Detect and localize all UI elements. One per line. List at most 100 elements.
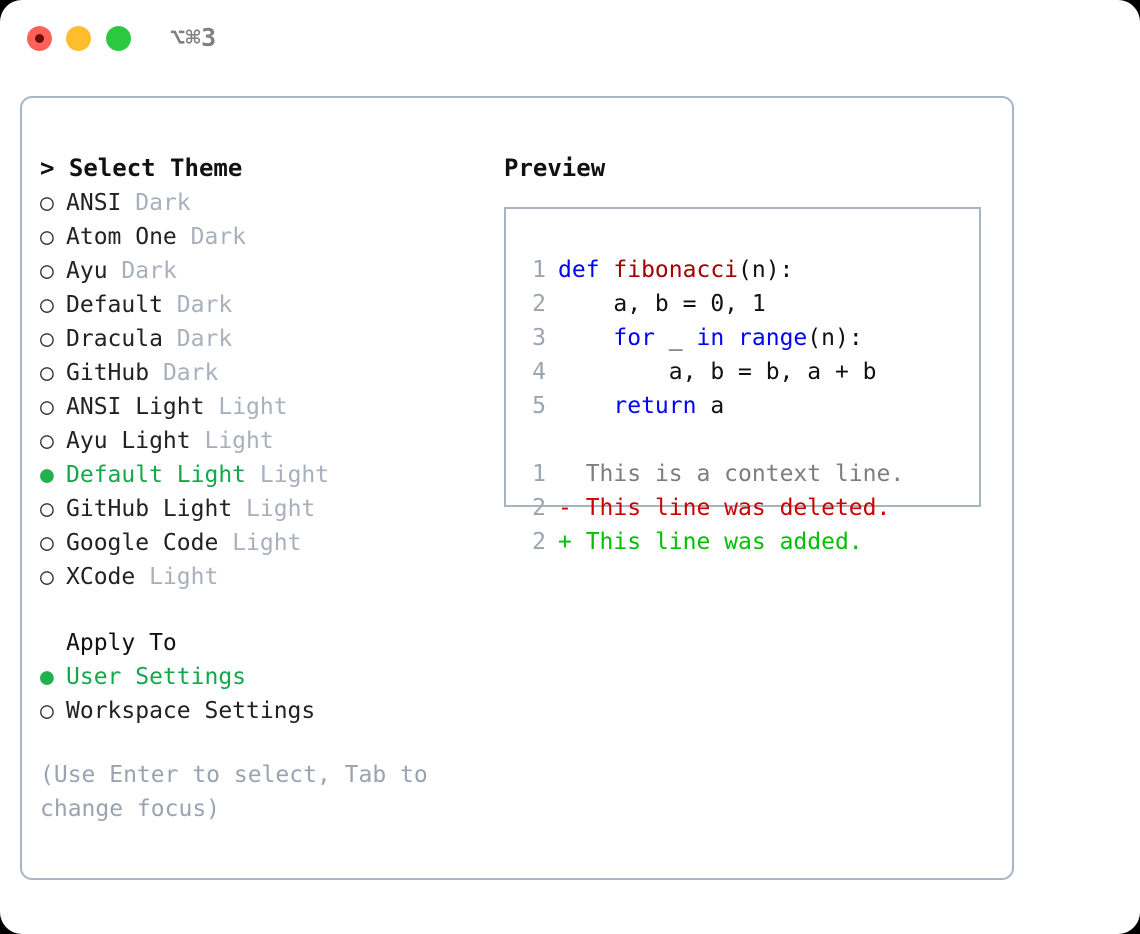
theme-name-label: ANSI [66, 190, 122, 216]
code-line: 4 a, b = b, a + b [520, 355, 979, 389]
theme-name-label: GitHub Light [66, 496, 233, 522]
theme-list-item[interactable]: ○ Ayu Dark [40, 254, 480, 288]
theme-category-label: Light [204, 428, 274, 454]
code-line: 3 for _ in range(n): [520, 321, 979, 355]
theme-name-label: Ayu [66, 258, 108, 284]
code-token-plain [558, 393, 613, 419]
minimize-window-button[interactable] [66, 26, 91, 51]
theme-category-label: Light [218, 394, 288, 420]
diff-line-number: 2 [532, 495, 546, 521]
code-token-plain: a, b = 0, 1 [558, 291, 766, 317]
diff-line: 2- This line was deleted. [520, 491, 979, 525]
theme-selector-panel: > Select Theme ○ANSI Dark○Atom One Dark○… [20, 96, 1014, 880]
code-token-plain: (n): [738, 257, 794, 283]
keyboard-shortcut-label: ⌥⌘3 [170, 23, 217, 52]
theme-list-item[interactable]: ○Atom One Dark [40, 220, 480, 254]
theme-category-label: Dark [176, 292, 233, 318]
theme-category-label: Dark [135, 190, 191, 216]
code-line: 5 return a [520, 389, 979, 423]
diff-sample: 1 This is a context line.2- This line wa… [520, 457, 979, 559]
code-token-plain: a [696, 393, 725, 419]
theme-name-label: Google Code [66, 530, 219, 556]
apply-to-label: Workspace Settings [66, 698, 316, 724]
theme-name-label: GitHub [66, 360, 150, 386]
theme-name-label: Default Light [66, 462, 247, 488]
code-token-fn: fibonacci [613, 257, 739, 283]
apply-to-item[interactable]: ●User Settings [40, 660, 480, 694]
code-line-number: 1 [532, 257, 546, 283]
radio-unselected-icon[interactable]: ○ [40, 224, 54, 250]
theme-name-label: Default [66, 292, 163, 318]
theme-category-label: Dark [121, 258, 177, 284]
code-token-kw: for [613, 325, 655, 351]
diff-marker: - [558, 495, 572, 521]
radio-unselected-icon[interactable]: ○ [40, 326, 54, 352]
code-line-number: 3 [532, 325, 546, 351]
radio-unselected-icon[interactable]: ○ [40, 564, 54, 590]
select-theme-header: > Select Theme [40, 154, 243, 182]
diff-marker: + [558, 529, 572, 555]
radio-unselected-icon[interactable]: ○ [40, 394, 54, 420]
theme-list-item[interactable]: ○ XCode Light [40, 560, 480, 594]
theme-list-item[interactable]: ● Default Light Light [40, 458, 480, 492]
apply-to-section: Apply To ●User Settings ○ Workspace Settin… [40, 626, 480, 728]
diff-text: This line was added. [571, 529, 863, 555]
theme-list-item[interactable]: ○ Dracula Dark [40, 322, 480, 356]
code-line-number: 4 [532, 359, 546, 385]
code-line-number: 5 [532, 393, 546, 419]
radio-unselected-icon[interactable]: ○ [40, 496, 54, 522]
theme-category-label: Light [232, 530, 302, 556]
title-bar: ⌥⌘3 [0, 0, 1140, 78]
code-token-plain: (n): [807, 325, 863, 351]
theme-list-item[interactable]: ○ Default Dark [40, 288, 480, 322]
theme-category-label: Dark [176, 326, 233, 352]
radio-unselected-icon[interactable]: ○ [40, 530, 54, 556]
radio-unselected-icon[interactable]: ○ [40, 292, 54, 318]
theme-list-item[interactable]: ○GitHub Light Light [40, 492, 480, 526]
radio-unselected-icon[interactable]: ○ [40, 698, 54, 724]
apply-to-list: ●User Settings ○ Workspace Settings [40, 660, 480, 728]
diff-marker [558, 461, 572, 487]
theme-name-label: Dracula [66, 326, 163, 352]
theme-chooser-column: > Select Theme ○ANSI Dark○Atom One Dark○… [40, 150, 480, 826]
diff-line: 2 + This line was added. [520, 525, 979, 559]
diff-line-number: 1 [532, 461, 546, 487]
theme-list-item[interactable]: ○ ANSI Dark [40, 186, 480, 220]
apply-to-item[interactable]: ○ Workspace Settings [40, 694, 480, 728]
code-token-kw: def [558, 257, 614, 283]
theme-category-label: Light [259, 462, 330, 488]
diff-line-number: 2 [532, 529, 546, 555]
apply-to-title: Apply To [66, 630, 177, 656]
code-token-plain [724, 325, 738, 351]
radio-unselected-icon[interactable]: ○ [40, 190, 54, 216]
theme-list-item[interactable]: ○ Google Code Light [40, 526, 480, 560]
diff-text: This line was deleted. [571, 495, 891, 521]
code-token-kw: return [613, 393, 697, 419]
theme-list-item[interactable]: ○ANSI Light Light [40, 390, 480, 424]
theme-name-label: Ayu Light [66, 428, 191, 454]
radio-selected-icon[interactable]: ● [40, 664, 54, 690]
radio-unselected-icon[interactable]: ○ [40, 428, 54, 454]
radio-unselected-icon[interactable]: ○ [40, 360, 54, 386]
code-token-plain [558, 325, 613, 351]
preview-title: Preview [504, 154, 606, 182]
theme-category-label: Dark [190, 224, 247, 250]
code-token-kw: range [738, 325, 808, 351]
code-line: 2 a, b = 0, 1 [520, 287, 979, 321]
radio-unselected-icon[interactable]: ○ [40, 258, 54, 284]
preview-spacer [520, 423, 979, 457]
code-token-kw: in [696, 325, 725, 351]
radio-selected-icon[interactable]: ● [40, 462, 54, 488]
theme-category-label: Light [149, 564, 219, 590]
theme-name-label: XCode [66, 564, 136, 590]
theme-category-label: Dark [162, 360, 219, 386]
theme-list-item[interactable]: ○ GitHub Dark [40, 356, 480, 390]
maximize-window-button[interactable] [106, 26, 131, 51]
code-token-plain: _ [654, 325, 697, 351]
code-line: 1 def fibonacci(n): [520, 253, 979, 287]
close-window-button[interactable] [27, 26, 52, 51]
theme-list-item[interactable]: ○ Ayu Light Light [40, 424, 480, 458]
